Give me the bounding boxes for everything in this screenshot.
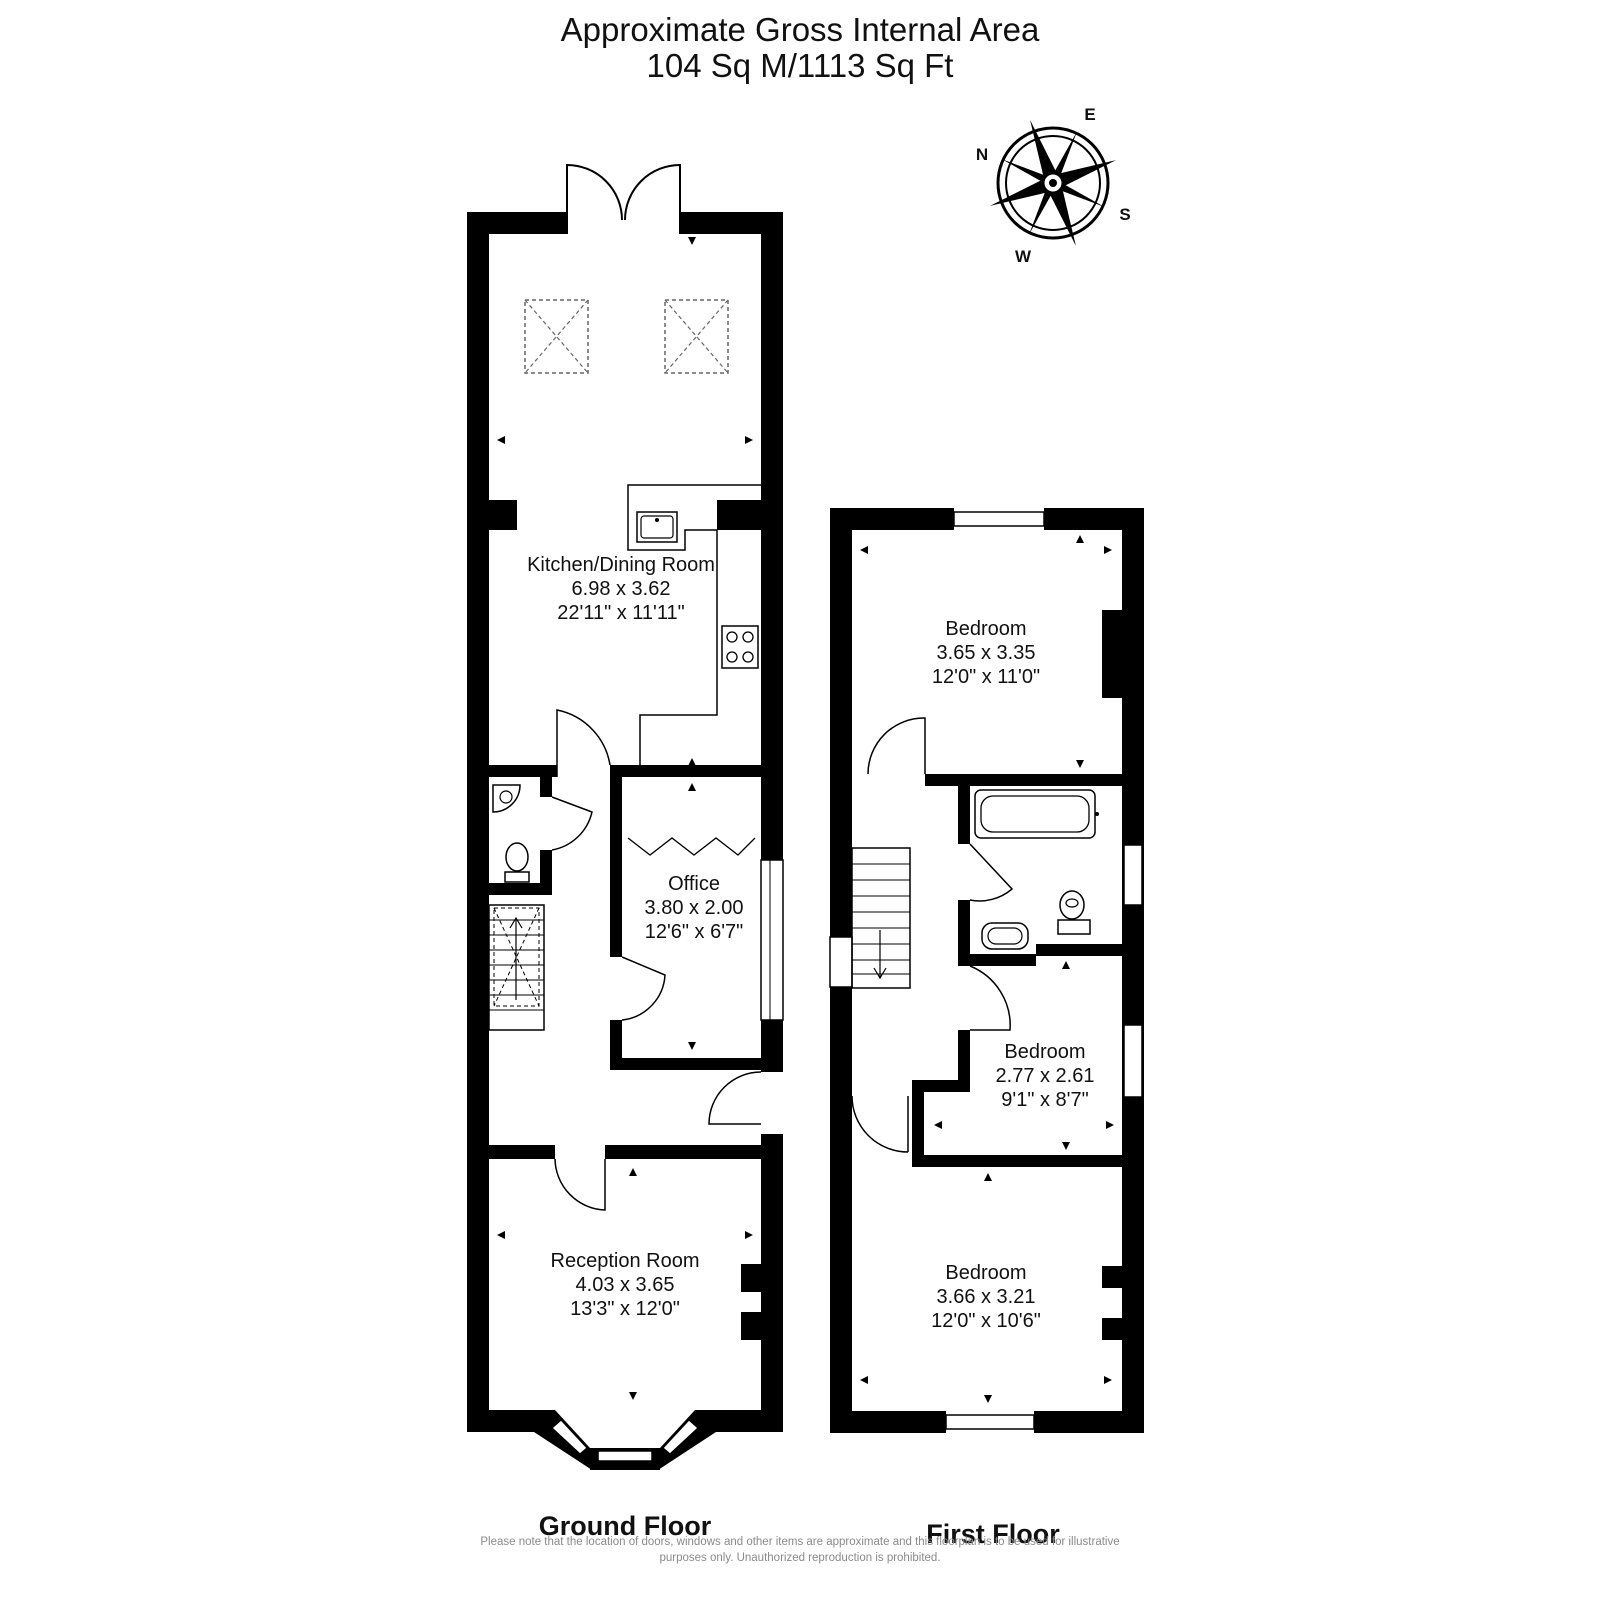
room-office: Office 3.80 x 2.00 12'6" x 6'7" xyxy=(645,873,744,943)
compass-east-label: E xyxy=(1084,105,1095,124)
room-name: Office xyxy=(668,873,720,895)
room-bedroom-top: Bedroom 3.65 x 3.35 12'0" x 11'0" xyxy=(932,618,1040,688)
compass-south-label: S xyxy=(1119,205,1130,224)
room-name: Bedroom xyxy=(1004,1041,1085,1063)
disclaimer-line-1: Please note that the location of doors, … xyxy=(480,1536,1120,1548)
room-metric: 4.03 x 3.65 xyxy=(576,1274,675,1296)
first-floor-label: First Floor xyxy=(926,1519,1060,1549)
room-metric: 3.66 x 3.21 xyxy=(937,1286,1036,1308)
first-floor-plan xyxy=(829,508,1144,1433)
compass-icon xyxy=(990,120,1116,246)
compass-west-label: W xyxy=(1015,247,1032,266)
disclaimer: Please note that the location of doors, … xyxy=(440,1534,1160,1566)
room-reception: Reception Room 4.03 x 3.65 13'3" x 12'0" xyxy=(551,1250,700,1320)
room-bedroom-middle: Bedroom 2.77 x 2.61 9'1" x 8'7" xyxy=(996,1041,1095,1111)
room-imperial: 13'3" x 12'0" xyxy=(570,1298,680,1320)
room-imperial: 12'0" x 10'6" xyxy=(931,1310,1041,1332)
room-imperial: 9'1" x 8'7" xyxy=(1001,1089,1088,1111)
room-bedroom-bottom: Bedroom 3.66 x 3.21 12'0" x 10'6" xyxy=(931,1262,1041,1332)
room-metric: 2.77 x 2.61 xyxy=(996,1065,1095,1087)
room-metric: 3.65 x 3.35 xyxy=(937,642,1036,664)
disclaimer-line-2: purposes only. Unauthorized reproduction… xyxy=(659,1552,941,1564)
area-title: Approximate Gross Internal Area xyxy=(560,11,1040,48)
room-metric: 6.98 x 3.62 xyxy=(572,578,671,600)
room-imperial: 12'6" x 6'7" xyxy=(645,921,744,943)
room-name: Bedroom xyxy=(945,1262,1026,1284)
area-subtitle: 104 Sq M/1113 Sq Ft xyxy=(646,47,954,84)
ground-floor-plan xyxy=(467,163,784,1470)
room-name: Reception Room xyxy=(551,1250,700,1272)
room-imperial: 12'0" x 11'0" xyxy=(932,666,1040,688)
room-imperial: 22'11" x 11'11" xyxy=(557,602,684,624)
compass-north-label: N xyxy=(976,145,988,164)
room-name: Kitchen/Dining Room xyxy=(527,554,715,576)
ground-floor-label: Ground Floor xyxy=(539,1511,712,1541)
room-name: Bedroom xyxy=(945,618,1026,640)
room-kitchen-dining: Kitchen/Dining Room 6.98 x 3.62 22'11" x… xyxy=(527,554,715,624)
room-metric: 3.80 x 2.00 xyxy=(645,897,744,919)
